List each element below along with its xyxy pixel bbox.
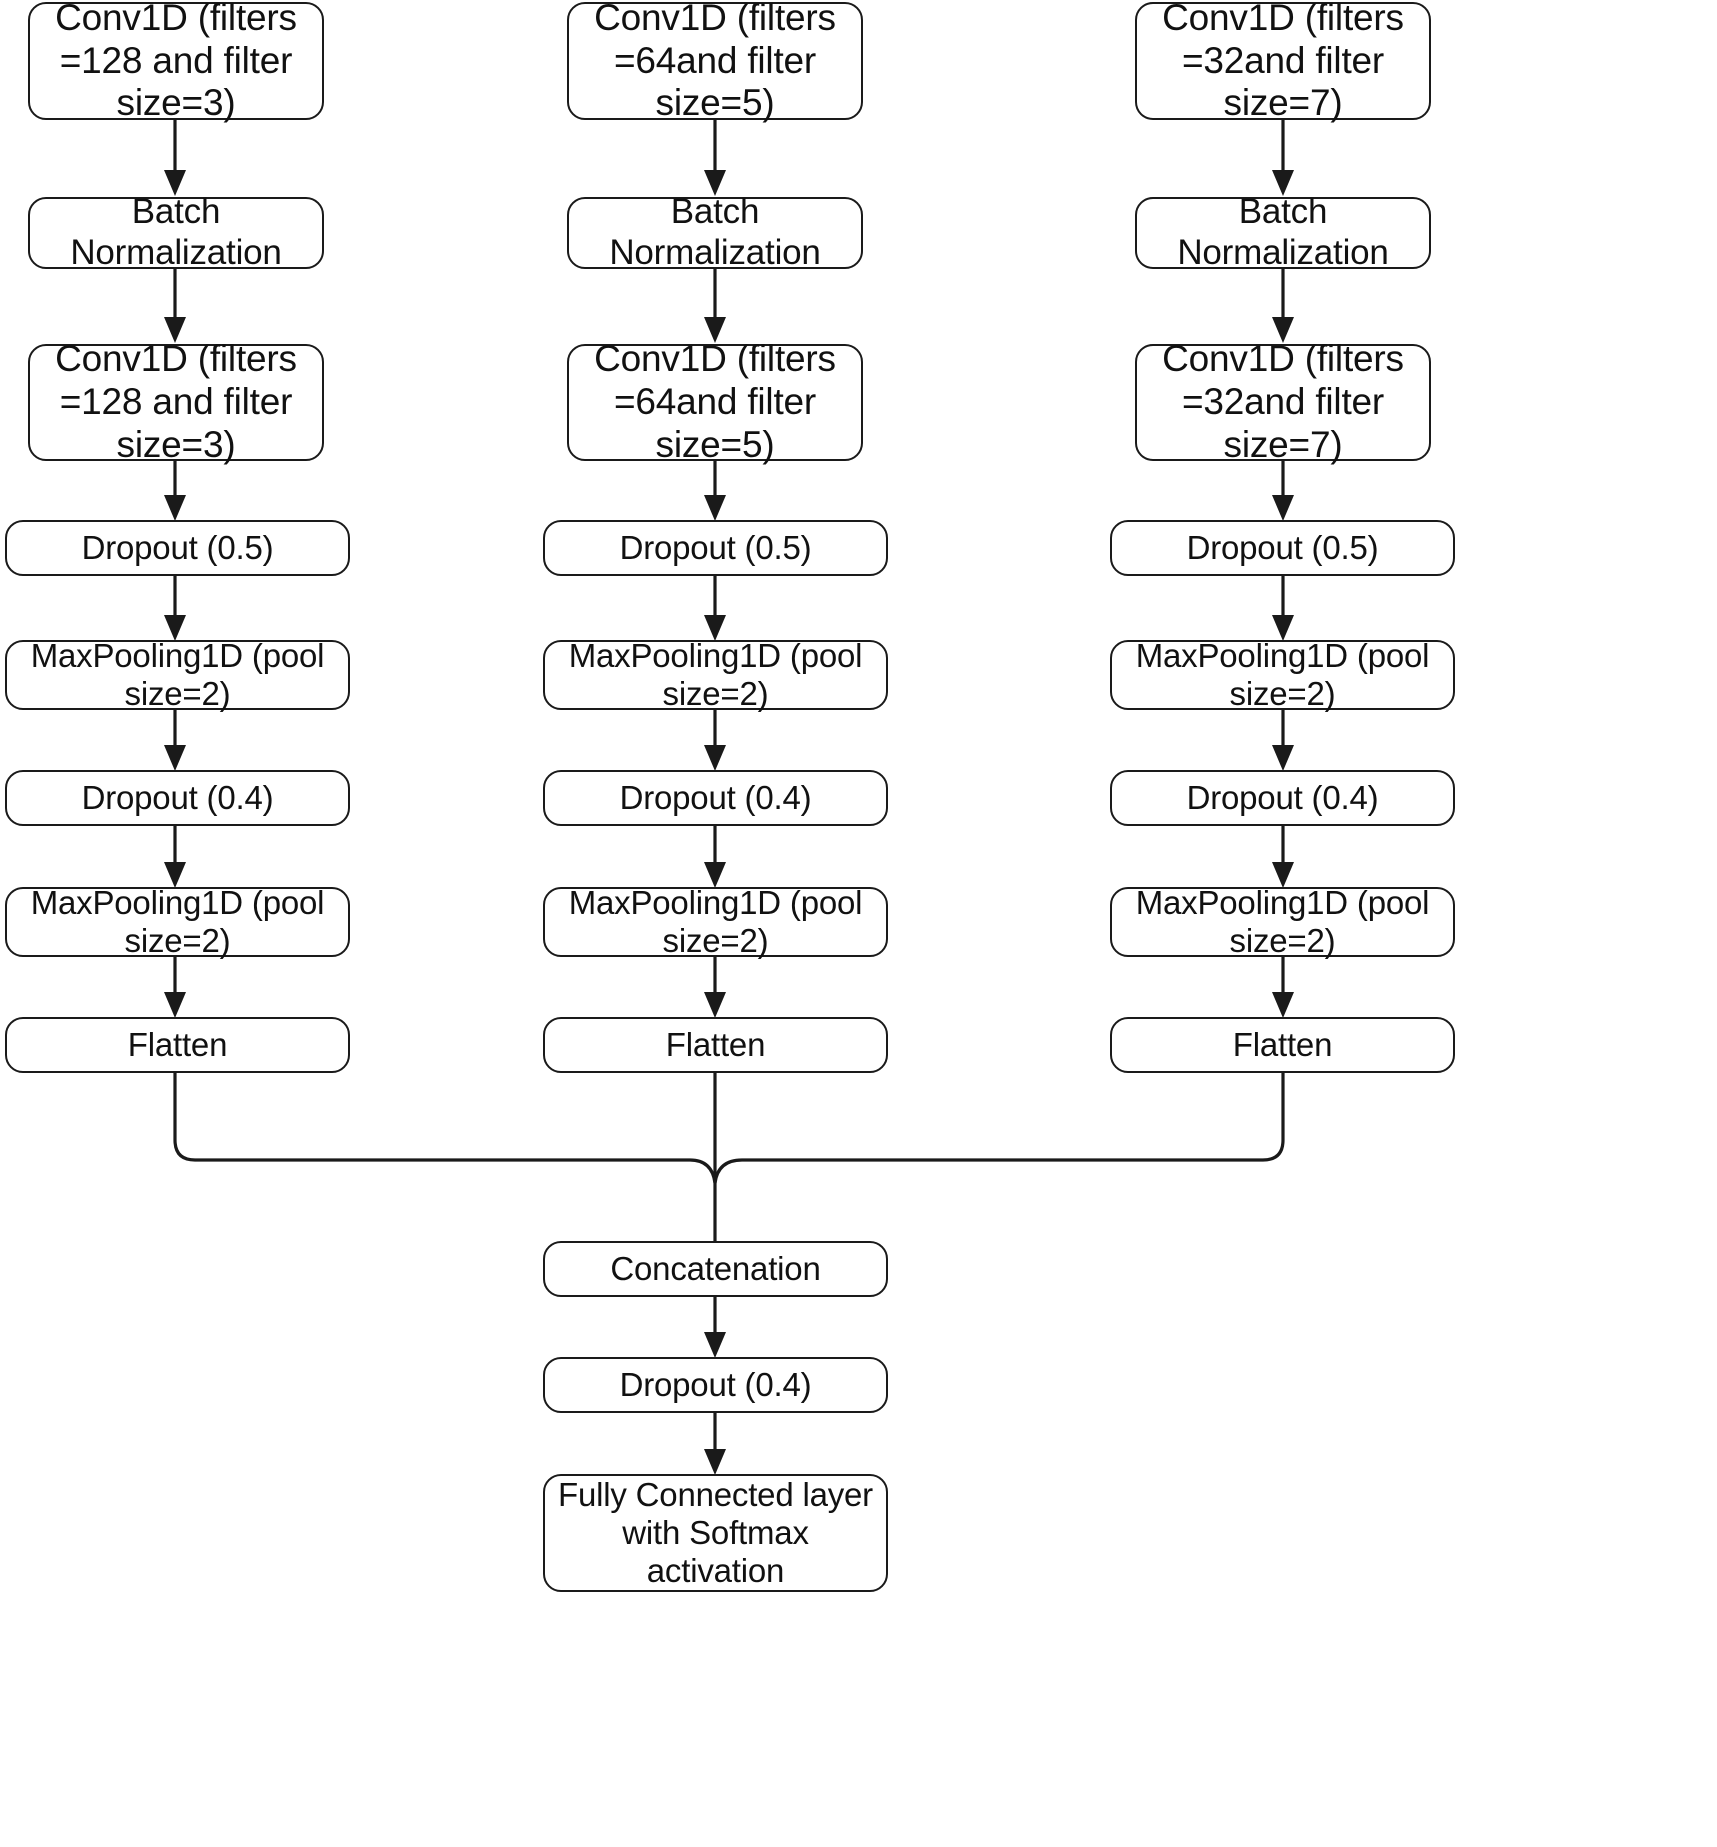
node-b1-conv2[interactable]: Conv1D (filters =128 and filter size=3) [28,338,324,465]
node-b3-maxpooling-2[interactable]: MaxPooling1D (pool size=2) [1110,884,1455,959]
node-b1-dropout-04[interactable]: Dropout (0.4) [5,770,350,826]
node-merge-dropout-04[interactable]: Dropout (0.4) [543,1357,888,1413]
merge-bus-connectors [173,1071,1285,1242]
node-concatenation[interactable]: Concatenation [543,1241,888,1297]
node-b3-flatten[interactable]: Flatten [1110,1017,1455,1073]
node-b1-flatten[interactable]: Flatten [5,1017,350,1073]
node-b2-batch-normalization[interactable]: Batch Normalization [567,192,863,272]
node-b1-dropout-05[interactable]: Dropout (0.5) [5,520,350,576]
node-b1-batch-normalization[interactable]: Batch Normalization [28,192,324,272]
node-b2-maxpooling-2[interactable]: MaxPooling1D (pool size=2) [543,884,888,959]
node-b2-dropout-04[interactable]: Dropout (0.4) [543,770,888,826]
node-b2-flatten[interactable]: Flatten [543,1017,888,1073]
node-b2-conv1[interactable]: Conv1D (filters =64and filter size=5) [567,0,863,123]
node-b3-dropout-05[interactable]: Dropout (0.5) [1110,520,1455,576]
node-b1-maxpooling-2[interactable]: MaxPooling1D (pool size=2) [5,884,350,959]
node-b2-maxpooling-1[interactable]: MaxPooling1D (pool size=2) [543,637,888,712]
node-b3-batch-normalization[interactable]: Batch Normalization [1135,192,1431,272]
node-b1-maxpooling-1[interactable]: MaxPooling1D (pool size=2) [5,637,350,712]
node-b1-conv1[interactable]: Conv1D (filters =128 and filter size=3) [28,0,324,123]
node-b2-conv2[interactable]: Conv1D (filters =64and filter size=5) [567,338,863,465]
node-fully-connected-softmax[interactable]: Fully Connected layer with Softmax activ… [543,1474,888,1592]
node-b3-maxpooling-1[interactable]: MaxPooling1D (pool size=2) [1110,637,1455,712]
node-b2-dropout-05[interactable]: Dropout (0.5) [543,520,888,576]
node-b3-conv1[interactable]: Conv1D (filters =32and filter size=7) [1135,0,1431,123]
node-b3-dropout-04[interactable]: Dropout (0.4) [1110,770,1455,826]
node-b3-conv2[interactable]: Conv1D (filters =32and filter size=7) [1135,338,1431,465]
